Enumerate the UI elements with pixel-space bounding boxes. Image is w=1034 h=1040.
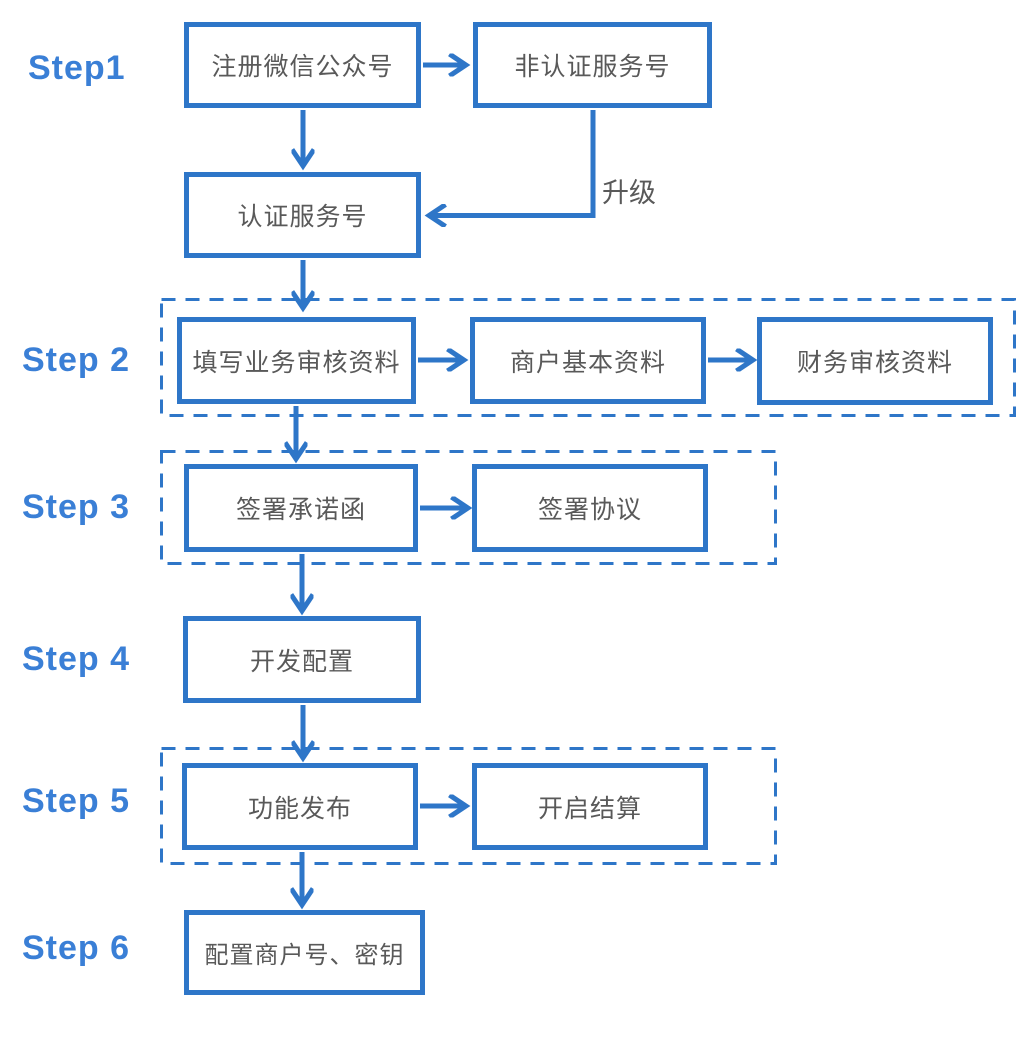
node-unverified-service-account: 非认证服务号 [473, 22, 712, 108]
node-merchant-basic-info: 商户基本资料 [470, 317, 706, 404]
step-label-4: Step 4 [22, 639, 131, 678]
node-dev-configuration: 开发配置 [183, 616, 421, 703]
node-label: 注册微信公众号 [211, 53, 394, 81]
node-feature-release: 功能发布 [182, 763, 418, 850]
node-verified-service-account: 认证服务号 [184, 172, 421, 258]
node-label: 功能发布 [247, 794, 352, 823]
node-label: 填写业务审核资料 [192, 348, 401, 377]
node-finance-audit-info: 财务审核资料 [757, 317, 993, 405]
step-label-1: Step1 [28, 48, 126, 87]
step-label-3: Step 3 [22, 487, 131, 526]
node-label: 配置商户号、密钥 [204, 942, 405, 969]
step-label-2: Step 2 [22, 340, 131, 379]
node-label: 开发配置 [249, 647, 354, 676]
node-label: 商户基本资料 [509, 348, 666, 377]
node-configure-merchant-id-key: 配置商户号、密钥 [184, 910, 425, 995]
node-sign-agreement: 签署协议 [472, 464, 708, 552]
node-label: 非认证服务号 [514, 53, 671, 81]
node-label: 签署承诺函 [235, 496, 366, 524]
edge-label-upgrade: 升级 [602, 178, 656, 208]
node-label: 财务审核资料 [796, 349, 953, 377]
step-label-6: Step 6 [22, 928, 131, 967]
node-label: 开启结算 [537, 794, 642, 823]
step-label-5: Step 5 [22, 781, 131, 820]
node-label: 签署协议 [537, 496, 642, 524]
node-register-wechat-account: 注册微信公众号 [184, 22, 421, 108]
node-fill-business-audit-info: 填写业务审核资料 [177, 317, 416, 404]
edge-unverified-upgrade-to-verified [431, 110, 596, 216]
node-sign-commitment-letter: 签署承诺函 [184, 464, 418, 552]
node-enable-settlement: 开启结算 [472, 763, 708, 850]
node-label: 认证服务号 [237, 203, 368, 231]
